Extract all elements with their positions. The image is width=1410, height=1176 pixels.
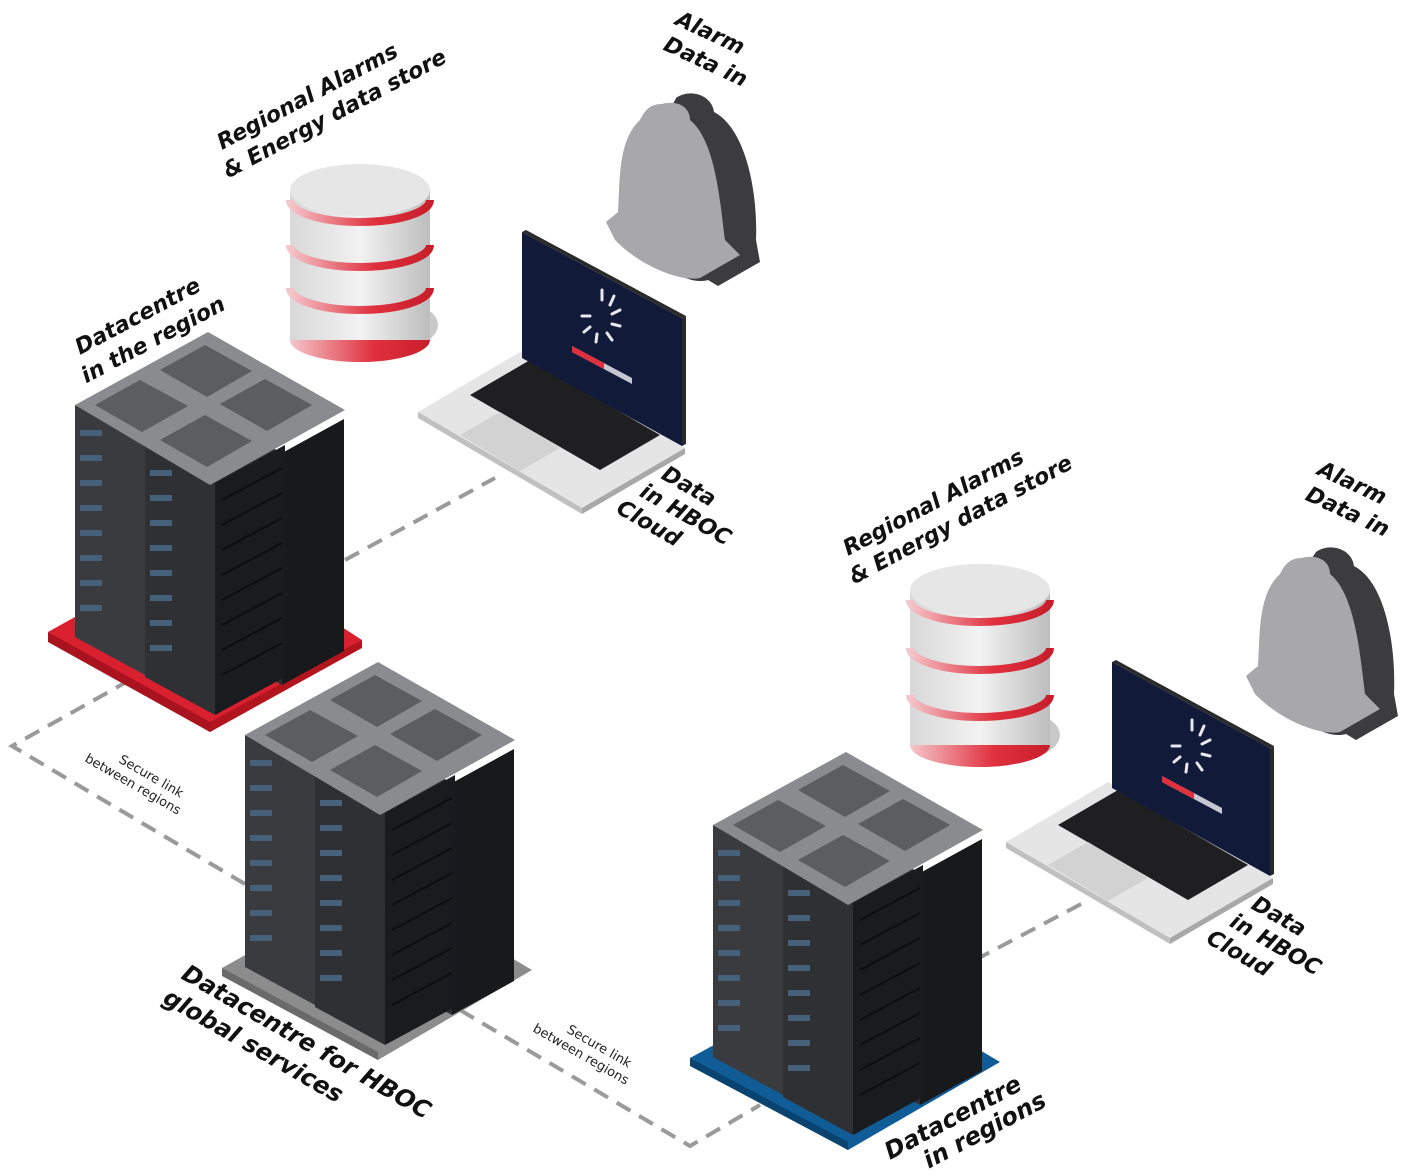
database-icon: [906, 564, 1060, 767]
link-regions-to-cloud-2: [974, 900, 1086, 962]
datacentre-regions-icon: [690, 752, 1000, 1150]
laptop-icon: [418, 230, 686, 514]
label-store-1: Regional Alarms & Energy data store: [213, 39, 451, 184]
bell-icon: [1246, 547, 1398, 740]
database-icon: [286, 164, 438, 362]
bell-icon: [606, 93, 760, 287]
link-region-to-cloud-1: [344, 476, 496, 562]
datacentre-region-icon: [48, 332, 362, 732]
label-alarm-1: Alarm Data in: [660, 6, 752, 93]
label-alarm-2: Alarm Data in: [1302, 456, 1394, 543]
link-global-to-regions: [458, 1008, 762, 1149]
link-region-to-global: [7, 678, 247, 886]
datacentre-global-icon: [222, 662, 532, 1060]
label-store-2: Regional Alarms & Energy data store: [839, 445, 1077, 590]
laptop-icon: [1006, 660, 1274, 944]
connection-lines: [7, 476, 1086, 1149]
label-secure-link-1: Secure link between regions: [82, 751, 186, 818]
label-secure-link-2: Secure link between regions: [530, 1021, 634, 1088]
